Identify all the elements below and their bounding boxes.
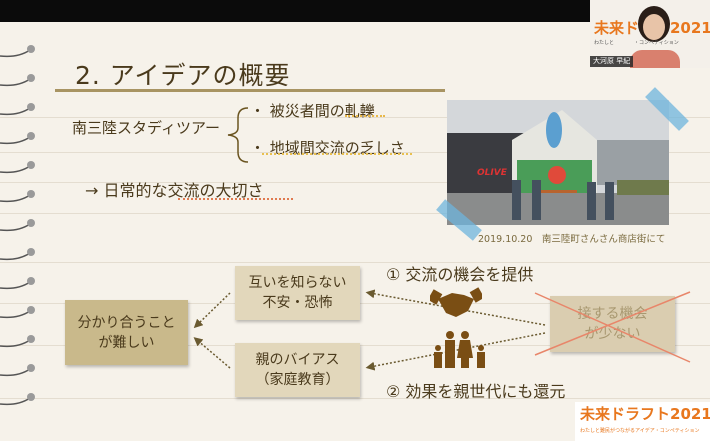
- handshake-icon: [430, 287, 482, 317]
- ring-binder-icon: [0, 45, 35, 58]
- cause-box-fear: 互いを知らない不安・恐怖: [235, 266, 360, 320]
- result-box: 分かり合うことが難しい: [65, 300, 188, 365]
- ring-binder-icon: [0, 277, 35, 290]
- solution-1-label: ① 交流の機会を提供: [386, 265, 534, 284]
- ring-binder-icon: [0, 248, 35, 261]
- ring-binder-icon: [0, 161, 35, 174]
- ring-binder-icon: [0, 335, 35, 348]
- webcam-bg-logo: 未来ド: [594, 19, 640, 37]
- highlight-underline: [262, 152, 412, 155]
- ring-binder-icon: [0, 74, 35, 87]
- event-logo: 未来ドラフト2021 わたしと難民がつながるアイデア・コンペティション: [575, 402, 710, 441]
- participant-body: [630, 50, 680, 68]
- title-underline: [55, 89, 445, 92]
- webcam-bg-subtitle: わたしと ・コンペティション: [594, 40, 679, 46]
- ring-binder-icon: [0, 132, 35, 145]
- ring-binder-icon: [0, 393, 35, 406]
- webcam-thumbnail: 未来ド 2021 わたしと ・コンペティション 大河原 早紀: [590, 0, 710, 68]
- solution-2-label: ② 効果を親世代にも還元: [386, 382, 566, 401]
- bullet-friction: ・ 被災者間の軋轢: [250, 102, 375, 120]
- brace-icon: [227, 107, 249, 163]
- conclusion-text: → 日常的な交流の大切さ: [85, 181, 264, 200]
- photo-caption: 2019.10.20 南三陸町さんさん商店街にて: [478, 234, 666, 245]
- slide-title: 2. アイデアの概要: [75, 61, 291, 90]
- tour-photo: OLIVE: [447, 100, 669, 225]
- cause-box-bias: 親のバイアス（家庭教育）: [235, 343, 360, 397]
- ring-binder-icon: [0, 190, 35, 203]
- ring-binder-icon: [0, 364, 35, 377]
- cross-out-mark: [534, 291, 691, 363]
- logo-subtitle: わたしと難民がつながるアイデア・コンペティション: [580, 428, 700, 434]
- logo-title: 未来ドラフト2021: [580, 405, 710, 423]
- webcam-bg-logo-year: 2021: [670, 19, 710, 37]
- participant-name: 大河原 早紀: [590, 56, 634, 67]
- window-top-bar: [0, 0, 710, 22]
- ring-binder-icon: [0, 306, 35, 319]
- highlight-underline: [345, 114, 385, 117]
- ring-binder-icon: [0, 103, 35, 116]
- participant-face: [643, 14, 665, 40]
- bullet-lack-exchange: ・ 地域間交流の乏しさ: [250, 139, 405, 157]
- tour-label: 南三陸スタディツアー: [72, 119, 221, 137]
- shop-sign: OLIVE: [477, 168, 508, 178]
- highlight-underline: [178, 197, 293, 200]
- ring-binder-icon: [0, 219, 35, 232]
- family-icon: [434, 331, 485, 368]
